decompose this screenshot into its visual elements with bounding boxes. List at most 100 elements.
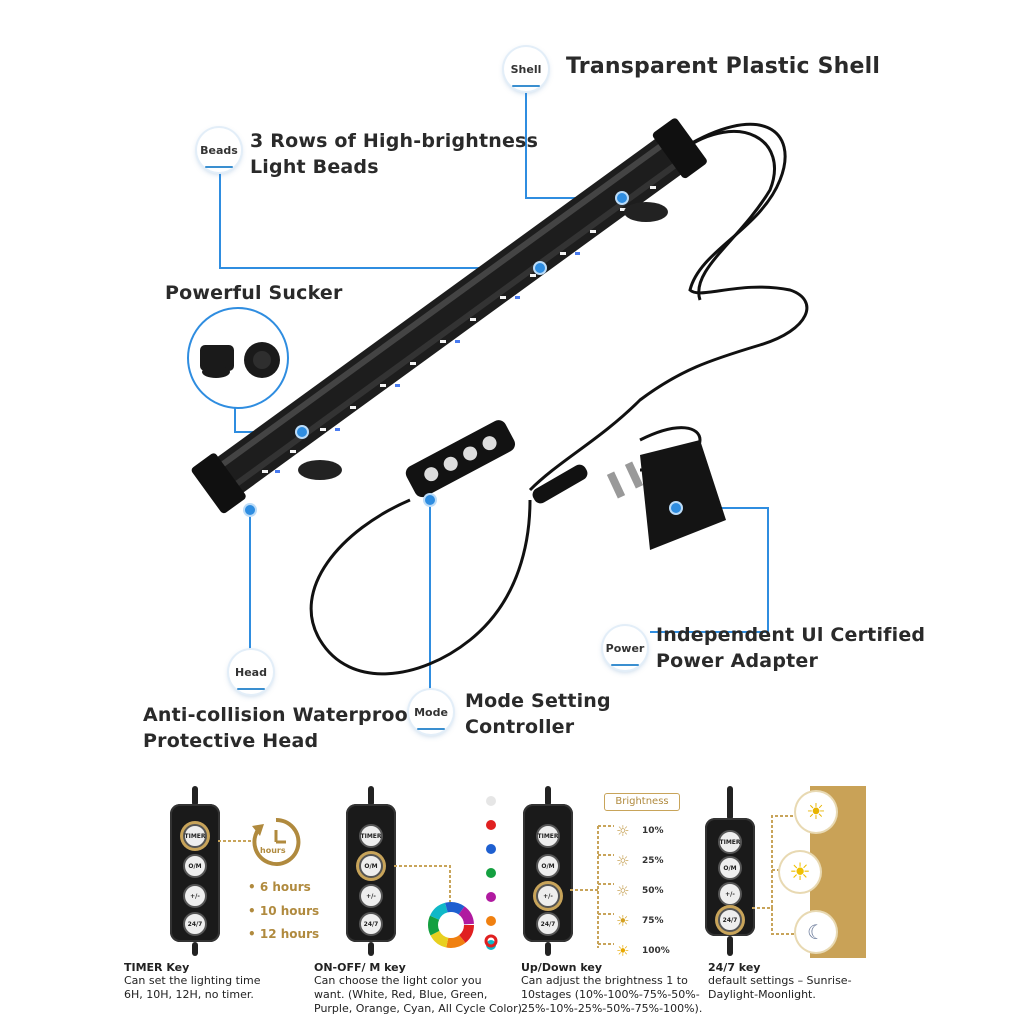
timer-button[interactable]: TIMER — [536, 824, 560, 848]
power-label-line2: Power Adapter — [656, 650, 819, 672]
timer-description: TIMER Key Can set the lighting time 6H, … — [124, 961, 304, 1002]
timer-button[interactable]: TIMER — [183, 824, 207, 848]
mode-connector — [394, 865, 451, 912]
cycle-small-icon — [484, 934, 498, 948]
mode-marker — [425, 495, 435, 505]
timer-button[interactable]: TIMER — [718, 830, 742, 854]
brightness-level-50-text: 50% — [642, 886, 664, 896]
sucker-marker — [297, 427, 307, 437]
allday-button[interactable]: 24/7 — [359, 912, 383, 936]
mode-button[interactable]: O/M — [536, 854, 560, 878]
beads-label-line2: Light Beads — [250, 156, 379, 178]
mode-text-line2: want. (White, Red, Blue, Green, — [314, 988, 488, 1001]
shell-badge: Shell — [504, 47, 548, 91]
head-marker — [245, 505, 255, 515]
beads-label: 3 Rows of High-brightness Light Beads — [250, 128, 538, 180]
color-cycle-wheel-icon — [428, 902, 474, 948]
brightness-level-25: ☼ 25% — [616, 846, 670, 876]
daylight-icon: ☀ — [780, 852, 820, 892]
color-dot-green — [486, 868, 496, 878]
color-dot-list — [486, 796, 500, 950]
product-illustration — [187, 90, 809, 690]
sun-small-icon: ☼ — [616, 882, 630, 900]
shell-label: Transparent Plastic Shell — [566, 54, 881, 79]
timer-option-12h-text: 12 hours — [259, 927, 320, 941]
brightness-level-75-text: 75% — [642, 916, 664, 926]
brightness-text-line3: 25%-10%-25%-50%-75%-100%). — [521, 1002, 703, 1015]
allday-text-line1: default settings – Sunrise- — [708, 974, 852, 987]
brightness-text-line2: 10stages (10%-100%-75%-50%- — [521, 988, 700, 1001]
power-label: Independent Ul Certified Power Adapter — [656, 622, 925, 674]
bright-remote-cord-bottom — [545, 942, 551, 956]
brightness-description: Up/Down key Can adjust the brightness 1 … — [521, 961, 711, 1016]
updown-button[interactable]: +/- — [183, 884, 207, 908]
bright-remote: TIMER O/M +/- 24/7 — [523, 804, 573, 942]
timer-option-10h-text: 10 hours — [259, 904, 320, 918]
sucker-label: Powerful Sucker — [165, 282, 343, 304]
allday-remote-cord-top — [727, 786, 733, 820]
bright-connector — [570, 825, 614, 948]
clock-icon — [252, 817, 301, 866]
allday-button[interactable]: 24/7 — [536, 912, 560, 936]
timer-title: TIMER Key — [124, 961, 190, 974]
brightness-level-25-text: 25% — [642, 856, 664, 866]
mode-button[interactable]: O/M — [718, 856, 742, 880]
timer-remote-cord-top — [192, 786, 198, 806]
timer-remote: TIMER O/M +/- 24/7 — [170, 804, 220, 942]
allday-remote-cord-bottom — [727, 936, 733, 956]
sun-small-icon: ☀ — [616, 912, 630, 930]
brightness-text-line1: Can adjust the brightness 1 to — [521, 974, 688, 987]
mode-description: ON-OFF/ M key Can choose the light color… — [314, 961, 524, 1016]
sun-small-icon: ☀ — [616, 942, 630, 960]
mode-remote: TIMER O/M +/- 24/7 — [346, 804, 396, 942]
head-badge: Head — [229, 650, 273, 694]
beads-label-line1: 3 Rows of High-brightness — [250, 130, 539, 152]
timer-text-line1: Can set the lighting time — [124, 974, 261, 987]
brightness-level-10: ☼ 10% — [616, 816, 670, 846]
updown-button[interactable]: +/- — [536, 884, 560, 908]
head-label-line1: Anti-collision Waterproof — [143, 704, 417, 726]
mode-button[interactable]: O/M — [359, 854, 383, 878]
clock-icon-label: hours — [260, 846, 286, 855]
mode-remote-cord-bottom — [368, 942, 374, 956]
color-dot-blue — [486, 844, 496, 854]
sun-small-icon: ☼ — [616, 822, 630, 840]
timer-option-12h: • 12 hours — [248, 927, 320, 941]
shell-marker — [617, 193, 627, 203]
color-dot-orange — [486, 916, 496, 926]
sunrise-icon: ☀ — [796, 792, 836, 832]
allday-button[interactable]: 24/7 — [718, 908, 742, 932]
color-dot-purple — [486, 892, 496, 902]
brightness-level-50: ☼ 50% — [616, 876, 670, 906]
beads-badge: Beads — [197, 128, 241, 172]
power-badge: Power — [603, 626, 647, 670]
timer-option-10h: • 10 hours — [248, 904, 320, 918]
allday-description: 24/7 key default settings – Sunrise- Day… — [708, 961, 878, 1002]
brightness-level-100: ☀100% — [616, 936, 670, 966]
timer-button[interactable]: TIMER — [359, 824, 383, 848]
allday-button[interactable]: 24/7 — [183, 912, 207, 936]
brightness-level-10-text: 10% — [642, 826, 664, 836]
timer-option-6h-text: 6 hours — [259, 880, 311, 894]
mode-title: ON-OFF/ M key — [314, 961, 406, 974]
mode-label-line1: Mode Setting — [465, 690, 611, 712]
allday-remote: TIMER O/M +/- 24/7 — [705, 818, 755, 936]
color-dot-red — [486, 820, 496, 830]
mode-button[interactable]: O/M — [183, 854, 207, 878]
timer-option-6h: • 6 hours — [248, 880, 311, 894]
timer-connector — [218, 840, 258, 842]
mode-text-line1: Can choose the light color you — [314, 974, 482, 987]
sun-small-icon: ☼ — [616, 852, 630, 870]
mode-text-line3: Purple, Orange, Cyan, All Cycle Color) — [314, 1002, 522, 1015]
allday-title: 24/7 key — [708, 961, 761, 974]
updown-button[interactable]: +/- — [359, 884, 383, 908]
moonlight-icon: ☾ — [796, 912, 836, 952]
bright-remote-cord-top — [545, 786, 551, 806]
beads-marker — [535, 263, 545, 273]
head-label-line2: Protective Head — [143, 730, 319, 752]
power-label-line1: Independent Ul Certified — [656, 624, 926, 646]
updown-button[interactable]: +/- — [718, 882, 742, 906]
mode-label: Mode Setting Controller — [465, 688, 611, 740]
mode-badge: Mode — [409, 690, 453, 734]
power-marker — [671, 503, 681, 513]
